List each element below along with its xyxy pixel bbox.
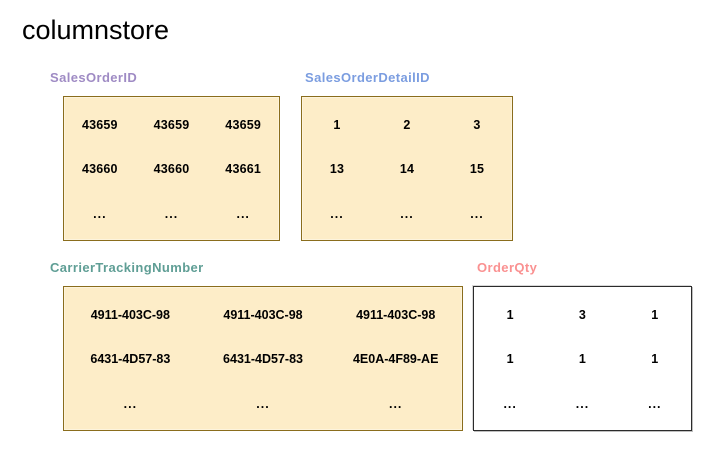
data-cell: 1 (651, 308, 659, 323)
data-cell: 14 (399, 162, 415, 177)
data-cell: 43659 (225, 118, 262, 133)
data-cell: 4E0A-4F89-AE (352, 352, 439, 367)
data-cell: ... (400, 206, 414, 221)
data-cell: 3 (473, 118, 481, 133)
data-row: 6431-4D57-83 6431-4D57-83 4E0A-4F89-AE (64, 352, 462, 366)
data-cell: ... (648, 396, 662, 411)
data-cell: 43660 (153, 162, 190, 177)
data-row: 1 3 1 (474, 308, 691, 322)
data-cell: ... (164, 206, 179, 221)
data-cell: 4911-403C-98 (223, 308, 303, 323)
data-cell: ... (123, 396, 138, 411)
column-box-carriertrackingnumber: 4911-403C-98 4911-403C-98 4911-403C-98 6… (63, 286, 463, 431)
data-cell: ... (93, 206, 107, 221)
data-cell: ... (470, 206, 484, 221)
data-cell: ... (236, 206, 250, 221)
data-cell: 2 (403, 118, 411, 133)
data-cell: 43661 (225, 162, 262, 177)
column-box-salesorderid: 43659 43659 43659 43660 43660 43661 ... … (63, 96, 280, 241)
data-cell: ... (330, 206, 344, 221)
data-cell: 6431-4D57-83 (90, 352, 171, 367)
data-row-ellipsis: ... ... ... (64, 397, 462, 411)
data-row: 43659 43659 43659 (64, 118, 279, 132)
column-label-salesorderdetailid: SalesOrderDetailID (305, 70, 430, 85)
column-label-orderqty: OrderQty (477, 260, 538, 275)
column-box-orderqty: 1 3 1 1 1 1 ... ... ... (473, 286, 692, 431)
data-cell: 1 (578, 352, 587, 367)
data-cell: 1 (651, 352, 659, 367)
column-box-salesorderdetailid: 1 2 3 13 14 15 ... ... ... (301, 96, 513, 241)
data-row: 4911-403C-98 4911-403C-98 4911-403C-98 (64, 308, 462, 322)
data-cell: 4911-403C-98 (356, 308, 436, 323)
data-cell: ... (575, 396, 590, 411)
data-row-ellipsis: ... ... ... (302, 207, 512, 221)
data-cell: 43659 (153, 118, 190, 133)
data-row: 1 1 1 (474, 352, 691, 366)
data-cell: 6431-4D57-83 (223, 352, 303, 367)
data-cell: ... (256, 396, 270, 411)
data-row-ellipsis: ... ... ... (64, 207, 279, 221)
data-row: 1 2 3 (302, 118, 512, 132)
data-row: 13 14 15 (302, 162, 512, 176)
data-cell: ... (388, 396, 403, 411)
data-cell: 43659 (81, 118, 118, 133)
column-label-carriertrackingnumber: CarrierTrackingNumber (50, 260, 204, 275)
data-cell: 1 (506, 352, 514, 367)
column-label-salesorderid: SalesOrderID (50, 70, 138, 85)
data-row-ellipsis: ... ... ... (474, 397, 691, 411)
data-cell: 1 (506, 308, 514, 323)
data-cell: 13 (329, 162, 345, 177)
page-title: columnstore (22, 15, 170, 45)
data-row: 43660 43660 43661 (64, 162, 279, 176)
data-cell: 43660 (81, 162, 118, 177)
data-cell: 4911-403C-98 (90, 308, 170, 323)
data-cell: ... (503, 396, 517, 411)
data-cell: 15 (469, 162, 485, 177)
data-cell: 1 (333, 118, 341, 133)
data-cell: 3 (578, 308, 587, 323)
